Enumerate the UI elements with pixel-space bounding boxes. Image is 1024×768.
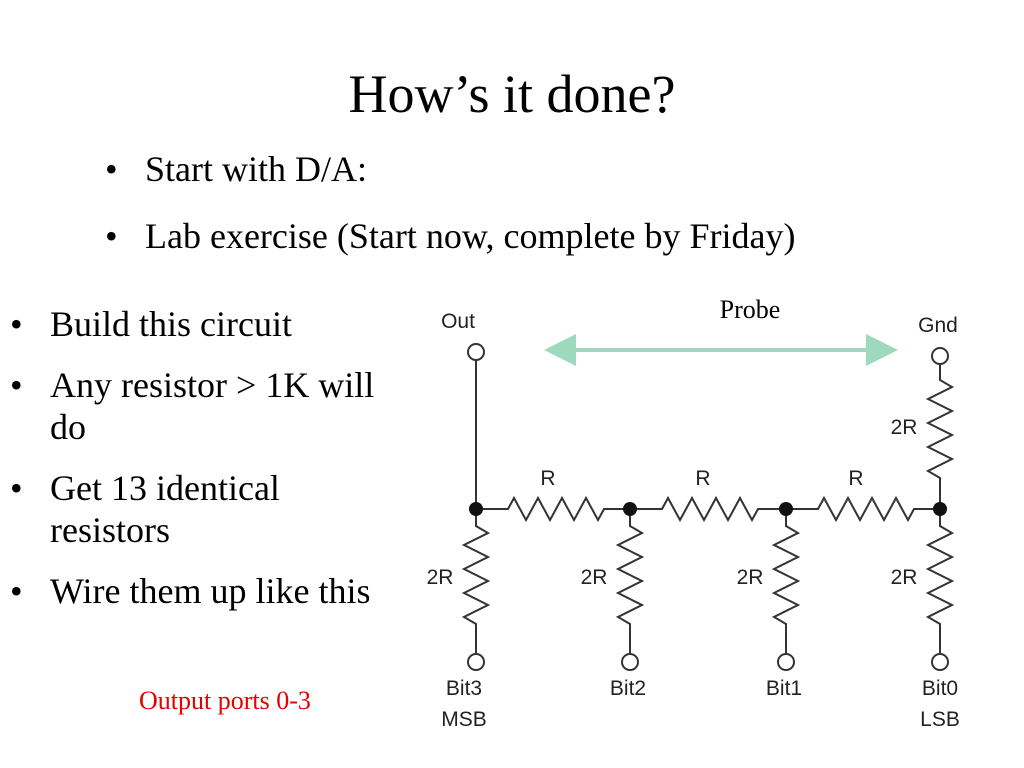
left-bullet-item: Get 13 identical resistors: [10, 467, 390, 551]
bit2-terminal: [621, 653, 639, 671]
junction-node: [779, 502, 793, 516]
gnd-terminal: [931, 347, 949, 365]
left-bullet-item: Wire them up like this: [10, 570, 390, 612]
gnd-resistor: [925, 364, 955, 509]
shunt-resistor-bit2-label: 2R: [581, 566, 608, 589]
slide-title: How’s it done?: [348, 64, 676, 124]
gnd-label: Gnd: [918, 314, 958, 337]
junction-node: [623, 502, 637, 516]
out-label: Out: [441, 310, 475, 333]
shunt-resistor-bit1: [771, 509, 801, 654]
series-resistor-2-label: R: [695, 467, 710, 490]
bit3-label: Bit3: [446, 677, 482, 700]
bit0-label: Bit0: [922, 677, 958, 700]
junction-node: [933, 502, 947, 516]
bit1-label: Bit1: [766, 677, 802, 700]
bit0-terminal: [931, 653, 949, 671]
bit3-terminal: [467, 653, 485, 671]
output-ports-note: Output ports 0-3: [139, 686, 311, 715]
shunt-resistor-bit0-label: 2R: [891, 566, 918, 589]
bit2-label: Bit2: [610, 677, 646, 700]
bit0-sublabel: LSB: [920, 708, 960, 731]
bit3-sublabel: MSB: [441, 708, 487, 731]
top-bullet-item: Lab exercise (Start now, complete by Fri…: [105, 215, 795, 257]
top-bullet-item: Start with D/A:: [105, 148, 795, 190]
series-resistor-2: [630, 495, 786, 523]
r2r-ladder-circuit-diagram: Out Gnd 2R R R R 2R 2R 2R 2R Bit3 MSB Bi…: [427, 310, 960, 731]
shunt-resistor-bit3: [461, 509, 491, 654]
left-bullet-item: Any resistor > 1K will do: [10, 364, 390, 448]
series-resistor-1-label: R: [540, 467, 555, 490]
shunt-resistor-bit2: [615, 509, 645, 654]
probe-label: Probe: [719, 295, 781, 324]
gnd-resistor-label: 2R: [891, 416, 918, 439]
shunt-resistor-bit1-label: 2R: [737, 566, 764, 589]
left-bullet-list: Build this circuit Any resistor > 1K wil…: [10, 303, 390, 631]
junction-node: [469, 502, 483, 516]
shunt-resistor-bit0: [925, 509, 955, 654]
top-bullet-list: Start with D/A: Lab exercise (Start now,…: [105, 148, 795, 282]
series-resistor-3-label: R: [848, 467, 863, 490]
series-resistor-1: [476, 495, 630, 523]
left-bullet-item: Build this circuit: [10, 303, 390, 345]
out-terminal: [467, 343, 485, 361]
bit1-terminal: [777, 653, 795, 671]
shunt-resistor-bit3-label: 2R: [427, 566, 454, 589]
series-resistor-3: [786, 495, 940, 523]
